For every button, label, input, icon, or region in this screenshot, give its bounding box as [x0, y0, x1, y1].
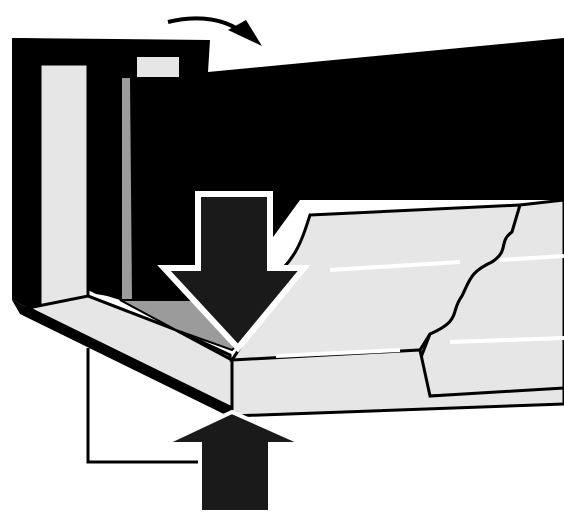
curved-arrow-head [228, 20, 262, 46]
top-tab [136, 56, 180, 78]
